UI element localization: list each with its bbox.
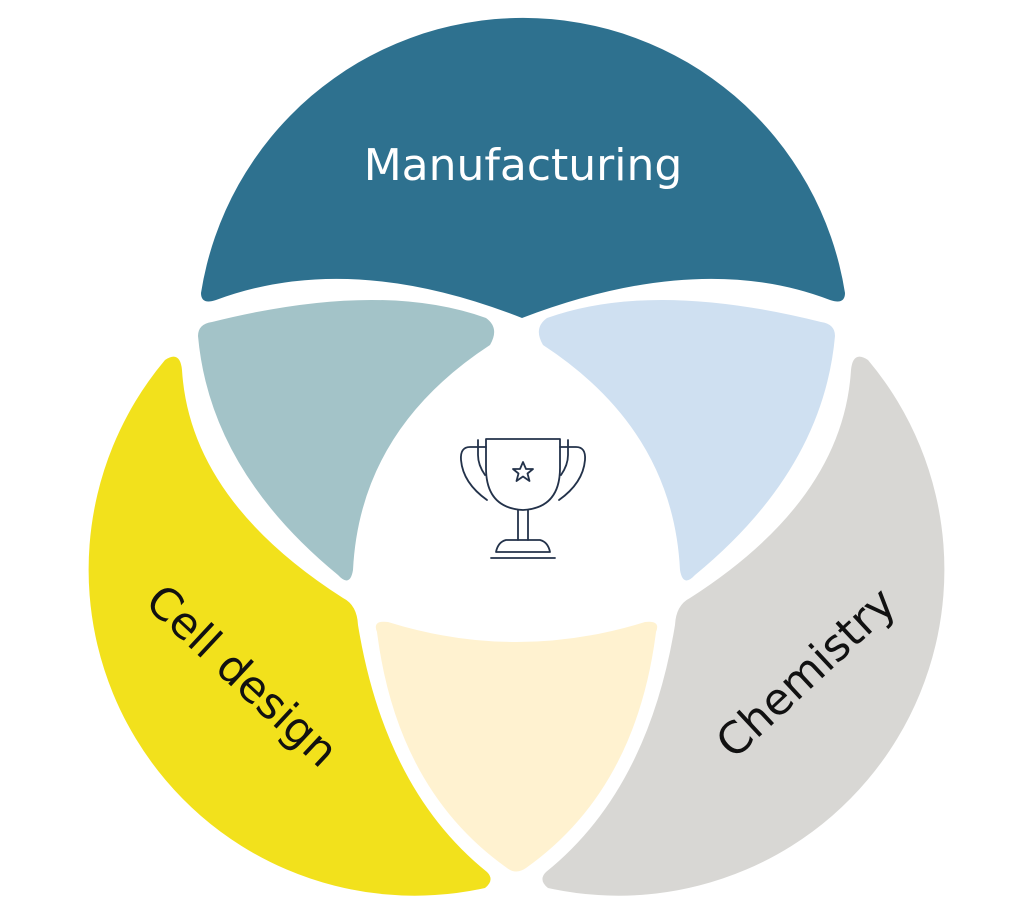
- manufacturing-label: Manufacturing: [364, 140, 683, 191]
- trophy-icon: [460, 438, 586, 559]
- overlap-manufacturing-cell-design[interactable]: [198, 299, 495, 581]
- overlap-cell-design-chemistry[interactable]: [375, 621, 658, 872]
- overlap-manufacturing-chemistry[interactable]: [538, 299, 835, 581]
- manufacturing-circle[interactable]: [201, 17, 845, 318]
- cell-design-circle[interactable]: [88, 356, 491, 896]
- center-region: [378, 352, 655, 623]
- chemistry-circle[interactable]: [542, 356, 945, 896]
